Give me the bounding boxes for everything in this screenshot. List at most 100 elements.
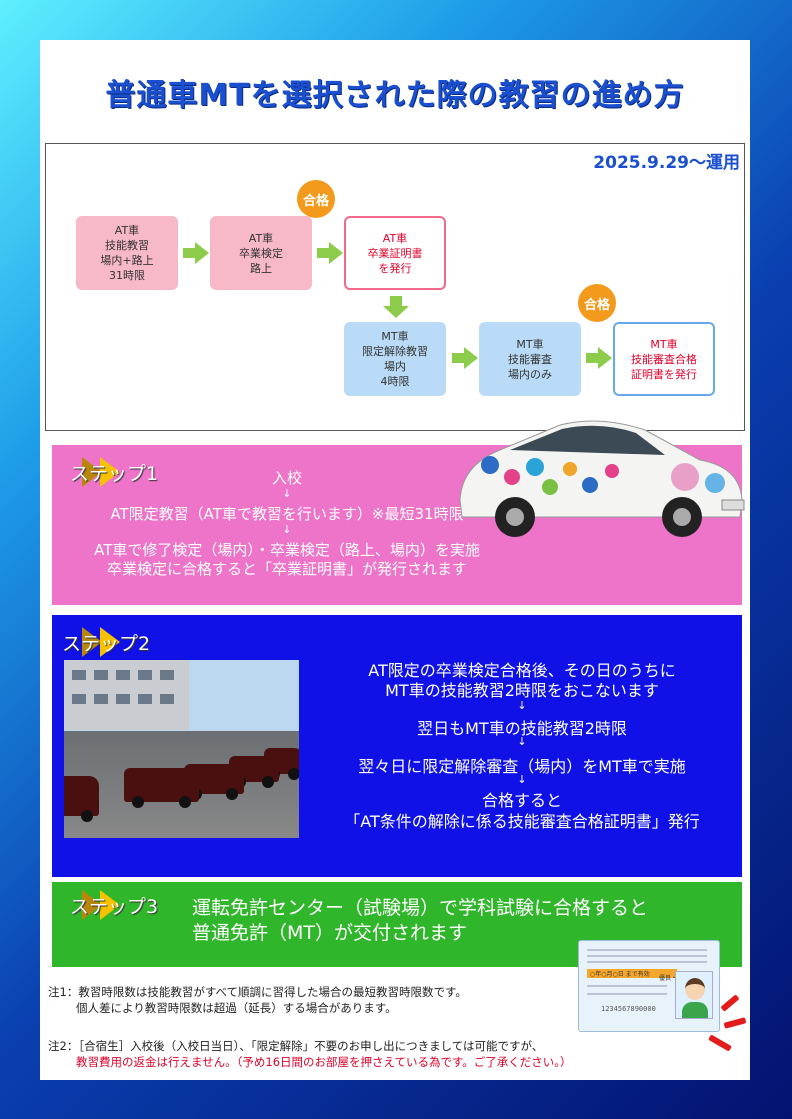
driver-license-illustration: ○年○月○日 まで有効 1234567890000 優良・普通 bbox=[578, 940, 720, 1032]
license-line bbox=[587, 985, 667, 987]
flow-node-mt-restriction-removal: MT車 限定解除教習 場内 4時限 bbox=[344, 322, 446, 396]
step2-text-review: 翌々日に限定解除審査（場内）をMT車で実施 bbox=[358, 757, 686, 776]
window bbox=[72, 670, 86, 680]
down-arrow-icon: ↓ bbox=[517, 773, 527, 786]
node-text: 技能審査 bbox=[508, 352, 552, 366]
node-text: MT車 bbox=[516, 337, 544, 351]
node-text: を発行 bbox=[378, 261, 412, 275]
note-2: 注2：［合宿生］入校後（入校日当日）、「限定解除」不要のお申し出につきましては可… bbox=[48, 1038, 572, 1070]
step3-text: 運転免許センター（試験場）で学科試験に合格すると 普通免許（MT）が交付されます bbox=[192, 896, 648, 946]
step2-text-mt-training: MT車の技能教習2時限をおこないます bbox=[385, 681, 659, 700]
down-arrow-icon: ↓ bbox=[282, 487, 292, 500]
step1-text-training: AT限定教習（AT車で教習を行います）※最短31時限 bbox=[110, 505, 464, 523]
step1-label: ステップ1 bbox=[70, 463, 159, 485]
building bbox=[64, 660, 189, 730]
node-text: 技能教習 bbox=[105, 239, 149, 252]
step-arrow-icon bbox=[100, 890, 120, 920]
note-1: 注1：教習時限数は技能教習がすべて順調に習得した場合の最短教習時限数です。 個人… bbox=[48, 984, 467, 1016]
taxi bbox=[124, 768, 199, 808]
node-text: 路上 bbox=[250, 261, 272, 275]
taxi-wheel bbox=[288, 768, 299, 780]
step1-text-certificate: 卒業検定に合格すると「卒業証明書」が発行されます bbox=[106, 560, 467, 578]
flow-node-mt-certificate: MT車 技能審査合格 証明書を発行 bbox=[613, 322, 715, 396]
node-text: 場内 bbox=[384, 360, 406, 373]
window bbox=[116, 694, 130, 704]
step2-label: ステップ2 bbox=[62, 633, 151, 655]
license-line bbox=[587, 949, 707, 951]
down-arrow-icon: ↓ bbox=[517, 699, 527, 712]
step-arrow-icon bbox=[100, 627, 120, 657]
window bbox=[160, 670, 174, 680]
flow-arrow-right bbox=[183, 242, 209, 264]
node-text: 卒業証明書 bbox=[367, 246, 423, 260]
node-text: AT車 bbox=[382, 231, 408, 245]
node-text: 限定解除教習 bbox=[362, 345, 428, 358]
license-type-label: 優良・普通 bbox=[658, 975, 689, 982]
window bbox=[94, 694, 108, 704]
taxi-wheel bbox=[179, 796, 191, 808]
note-1-text-cont: 個人差により教習時限数は超過（延長）する場合があります。 bbox=[76, 1001, 397, 1015]
step2-text-certificate: 「AT条件の解除に係る技能審査合格証明書」発行 bbox=[344, 812, 700, 831]
pass-badge: 合格 bbox=[578, 284, 616, 322]
node-text: 場内のみ bbox=[508, 367, 552, 381]
step1-text-exams: AT車で修了検定（場内）・卒業検定（路上、場内）を実施 bbox=[94, 541, 480, 559]
window bbox=[72, 694, 86, 704]
flow-diagram: 2025.9.29～運用 AT車 技能教習 場内+路上 31時限 AT車 卒業検… bbox=[45, 143, 745, 431]
flow-arrow-right bbox=[586, 347, 612, 369]
window bbox=[160, 694, 174, 704]
down-arrow-icon: ↓ bbox=[282, 523, 292, 536]
node-text: 場内+路上 bbox=[100, 254, 154, 267]
license-line bbox=[587, 961, 707, 963]
step1-text-enroll: 入校 bbox=[271, 469, 302, 487]
note-2-text-cont: 教習費用の返金は行えません。（予め16日間のお部屋を押さえている為です。ご了承く… bbox=[76, 1055, 572, 1069]
node-text: 卒業検定 bbox=[239, 246, 283, 260]
taxi-fleet-photo bbox=[64, 660, 299, 838]
node-text: 証明書を発行 bbox=[631, 367, 697, 381]
taxi-wheel bbox=[262, 776, 274, 788]
taxi-wheel bbox=[132, 796, 144, 808]
window bbox=[94, 670, 108, 680]
license-body bbox=[682, 1002, 708, 1018]
license-number: 1234567890000 bbox=[601, 1005, 656, 1013]
step2-text-same-day: AT限定の卒業検定合格後、その日のうちに bbox=[368, 661, 676, 680]
node-text: 技能審査合格 bbox=[631, 352, 697, 366]
node-text: AT車 bbox=[114, 224, 140, 237]
step2-text-next-day: 翌日もMT車の技能教習2時限 bbox=[417, 719, 627, 738]
flow-node-at-skill-training: AT車 技能教習 場内+路上 31時限 bbox=[76, 216, 178, 290]
flow-arrow-right bbox=[317, 242, 343, 264]
sparkle-icon bbox=[723, 1017, 747, 1029]
note-2-text: 注2：［合宿生］入校後（入校日当日）、「限定解除」不要のお申し出につきましては可… bbox=[48, 1039, 544, 1053]
down-arrow-icon: ↓ bbox=[517, 735, 527, 748]
license-face bbox=[685, 978, 705, 1000]
flow-arrow-down bbox=[383, 296, 409, 318]
step-arrow-icon bbox=[82, 890, 102, 920]
license-band: ○年○月○日 まで有効 bbox=[587, 969, 677, 978]
step2-text-pass: 合格すると bbox=[481, 791, 562, 810]
flow-node-mt-skill-review: MT車 技能審査 場内のみ bbox=[479, 322, 581, 396]
license-band-text: ○年○月○日 まで有効 bbox=[590, 971, 650, 978]
step3-text-exam: 運転免許センター（試験場）で学科試験に合格すると bbox=[192, 897, 649, 919]
step3-text-license: 普通免許（MT）が交付されます bbox=[192, 922, 467, 944]
start-date-label: 2025.9.29～運用 bbox=[593, 153, 740, 173]
step-arrow-icon bbox=[82, 457, 102, 487]
pass-badge: 合格 bbox=[297, 180, 335, 218]
taxi bbox=[64, 776, 99, 822]
flow-node-at-graduation-exam: AT車 卒業検定 路上 bbox=[210, 216, 312, 290]
step-arrow-icon bbox=[100, 457, 120, 487]
node-text: AT車 bbox=[248, 231, 274, 245]
window bbox=[138, 670, 152, 680]
node-text: MT車 bbox=[381, 330, 409, 343]
step-arrow-icon bbox=[82, 627, 102, 657]
driving-school-car-image bbox=[450, 405, 750, 550]
license-photo bbox=[675, 971, 713, 1019]
page-title: 普通車MTを選択された際の教習の進め方 bbox=[105, 78, 685, 113]
node-text: 4時限 bbox=[380, 375, 410, 388]
window bbox=[138, 694, 152, 704]
window bbox=[116, 670, 130, 680]
note-1-text: 注1：教習時限数は技能教習がすべて順調に習得した場合の最短教習時限数です。 bbox=[48, 985, 467, 999]
flow-node-at-certificate: AT車 卒業証明書 を発行 bbox=[344, 216, 446, 290]
license-line bbox=[587, 955, 707, 957]
sparkle-icon bbox=[720, 994, 740, 1012]
step3-label: ステップ3 bbox=[70, 896, 159, 918]
poster-sheet: 普通車MTを選択された際の教習の進め方 2025.9.29～運用 AT車 技能教… bbox=[40, 40, 750, 1080]
